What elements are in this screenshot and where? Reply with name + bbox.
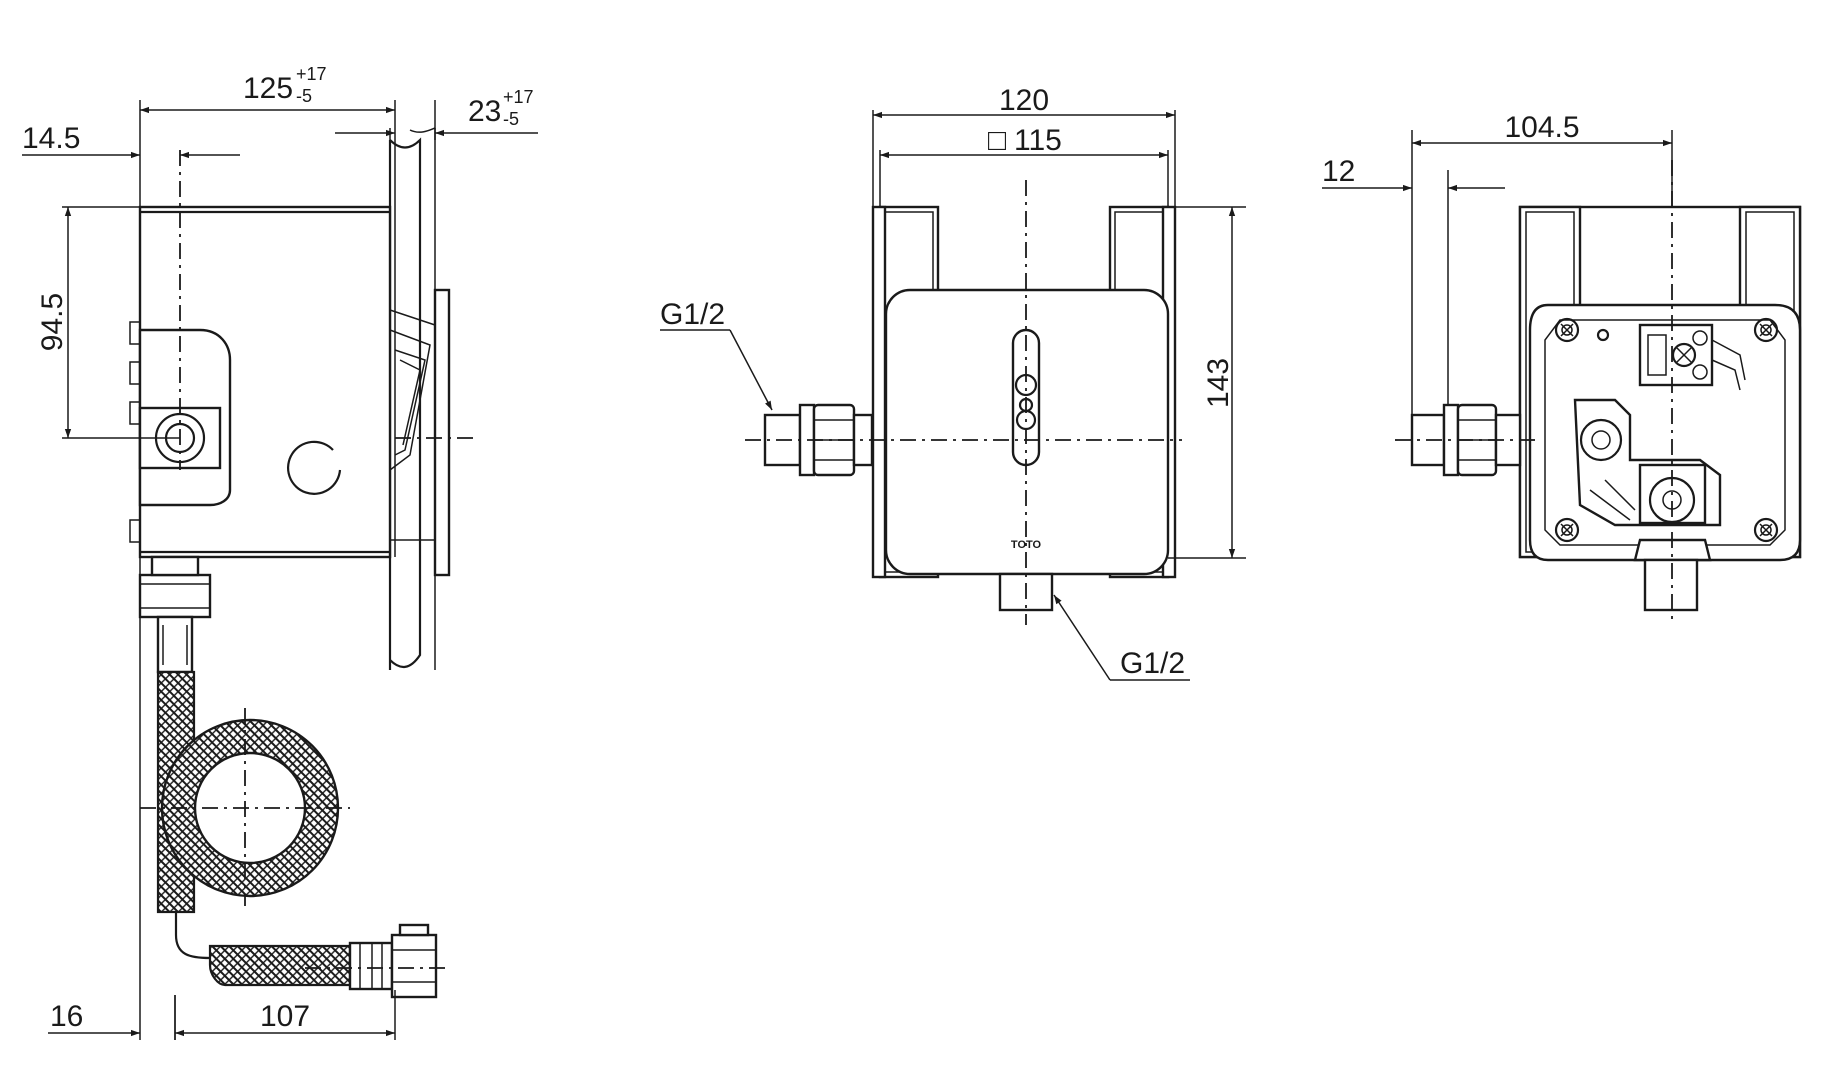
wall-offset-tol-lower: -5 — [503, 109, 519, 129]
hose-length-dimension: 107 — [260, 1000, 310, 1033]
front-view: TOTO 120 □ 115 143 — [660, 84, 1246, 681]
hose-offset-dimension: 16 — [50, 1000, 83, 1033]
depth-tol-lower: -5 — [296, 86, 312, 106]
square-size-dimension: 115 — [1014, 124, 1062, 157]
wall-offset-tol-upper: +17 — [503, 87, 534, 107]
mounting-screws — [1554, 317, 1779, 543]
depth-tol-upper: +17 — [296, 64, 327, 84]
side-housing — [129, 205, 392, 559]
rear-view: 104.5 12 — [1322, 111, 1802, 625]
width-dimension: 120 — [999, 84, 1049, 117]
height-dimension: 143 — [1202, 358, 1235, 408]
inlet-span-dimension: 104.5 — [1504, 111, 1579, 144]
inlet-offset-dimension: 14.5 — [22, 122, 80, 155]
solenoid-block — [1638, 323, 1746, 391]
wall-flange — [389, 288, 451, 577]
inlet-offset-dimension-rear: 12 — [1322, 155, 1355, 188]
wall-offset-dimension: 23 — [468, 95, 501, 128]
wall-section — [388, 127, 436, 670]
rear-bottom-outlet — [1633, 538, 1712, 612]
square-symbol: □ — [988, 124, 1007, 157]
inlet-height-dimension: 94.5 — [36, 293, 69, 351]
side-view: 125 +17 -5 23 +17 -5 14.5 94.5 16 107 — [22, 64, 538, 1040]
depth-dimension: 125 — [243, 72, 293, 105]
side-thread-label: G1/2 — [660, 298, 725, 331]
bottom-thread-label: G1/2 — [1120, 647, 1185, 680]
flex-hose — [138, 555, 438, 999]
